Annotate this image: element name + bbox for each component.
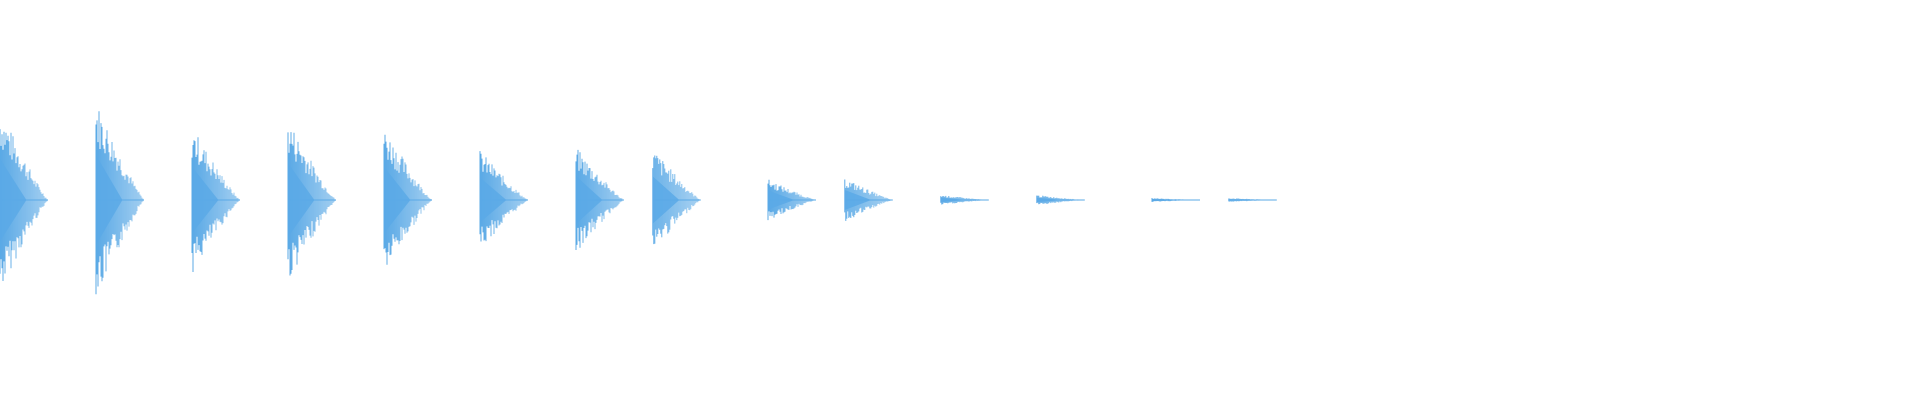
waveform-burst	[383, 134, 432, 265]
waveform-burst	[0, 129, 48, 281]
waveform-burst	[95, 111, 144, 295]
waveform-burst	[1151, 198, 1200, 202]
waveform-burst	[940, 195, 989, 205]
waveform-burst	[652, 155, 701, 245]
waveform-burst	[191, 137, 240, 272]
waveform-burst	[844, 179, 893, 221]
waveform-bursts	[0, 111, 1277, 295]
waveform-burst	[479, 151, 528, 242]
waveform-burst	[1036, 195, 1085, 205]
waveform-burst	[767, 179, 816, 221]
waveform-burst	[575, 149, 624, 250]
waveform-burst	[287, 132, 336, 276]
waveform-burst	[1228, 198, 1277, 202]
